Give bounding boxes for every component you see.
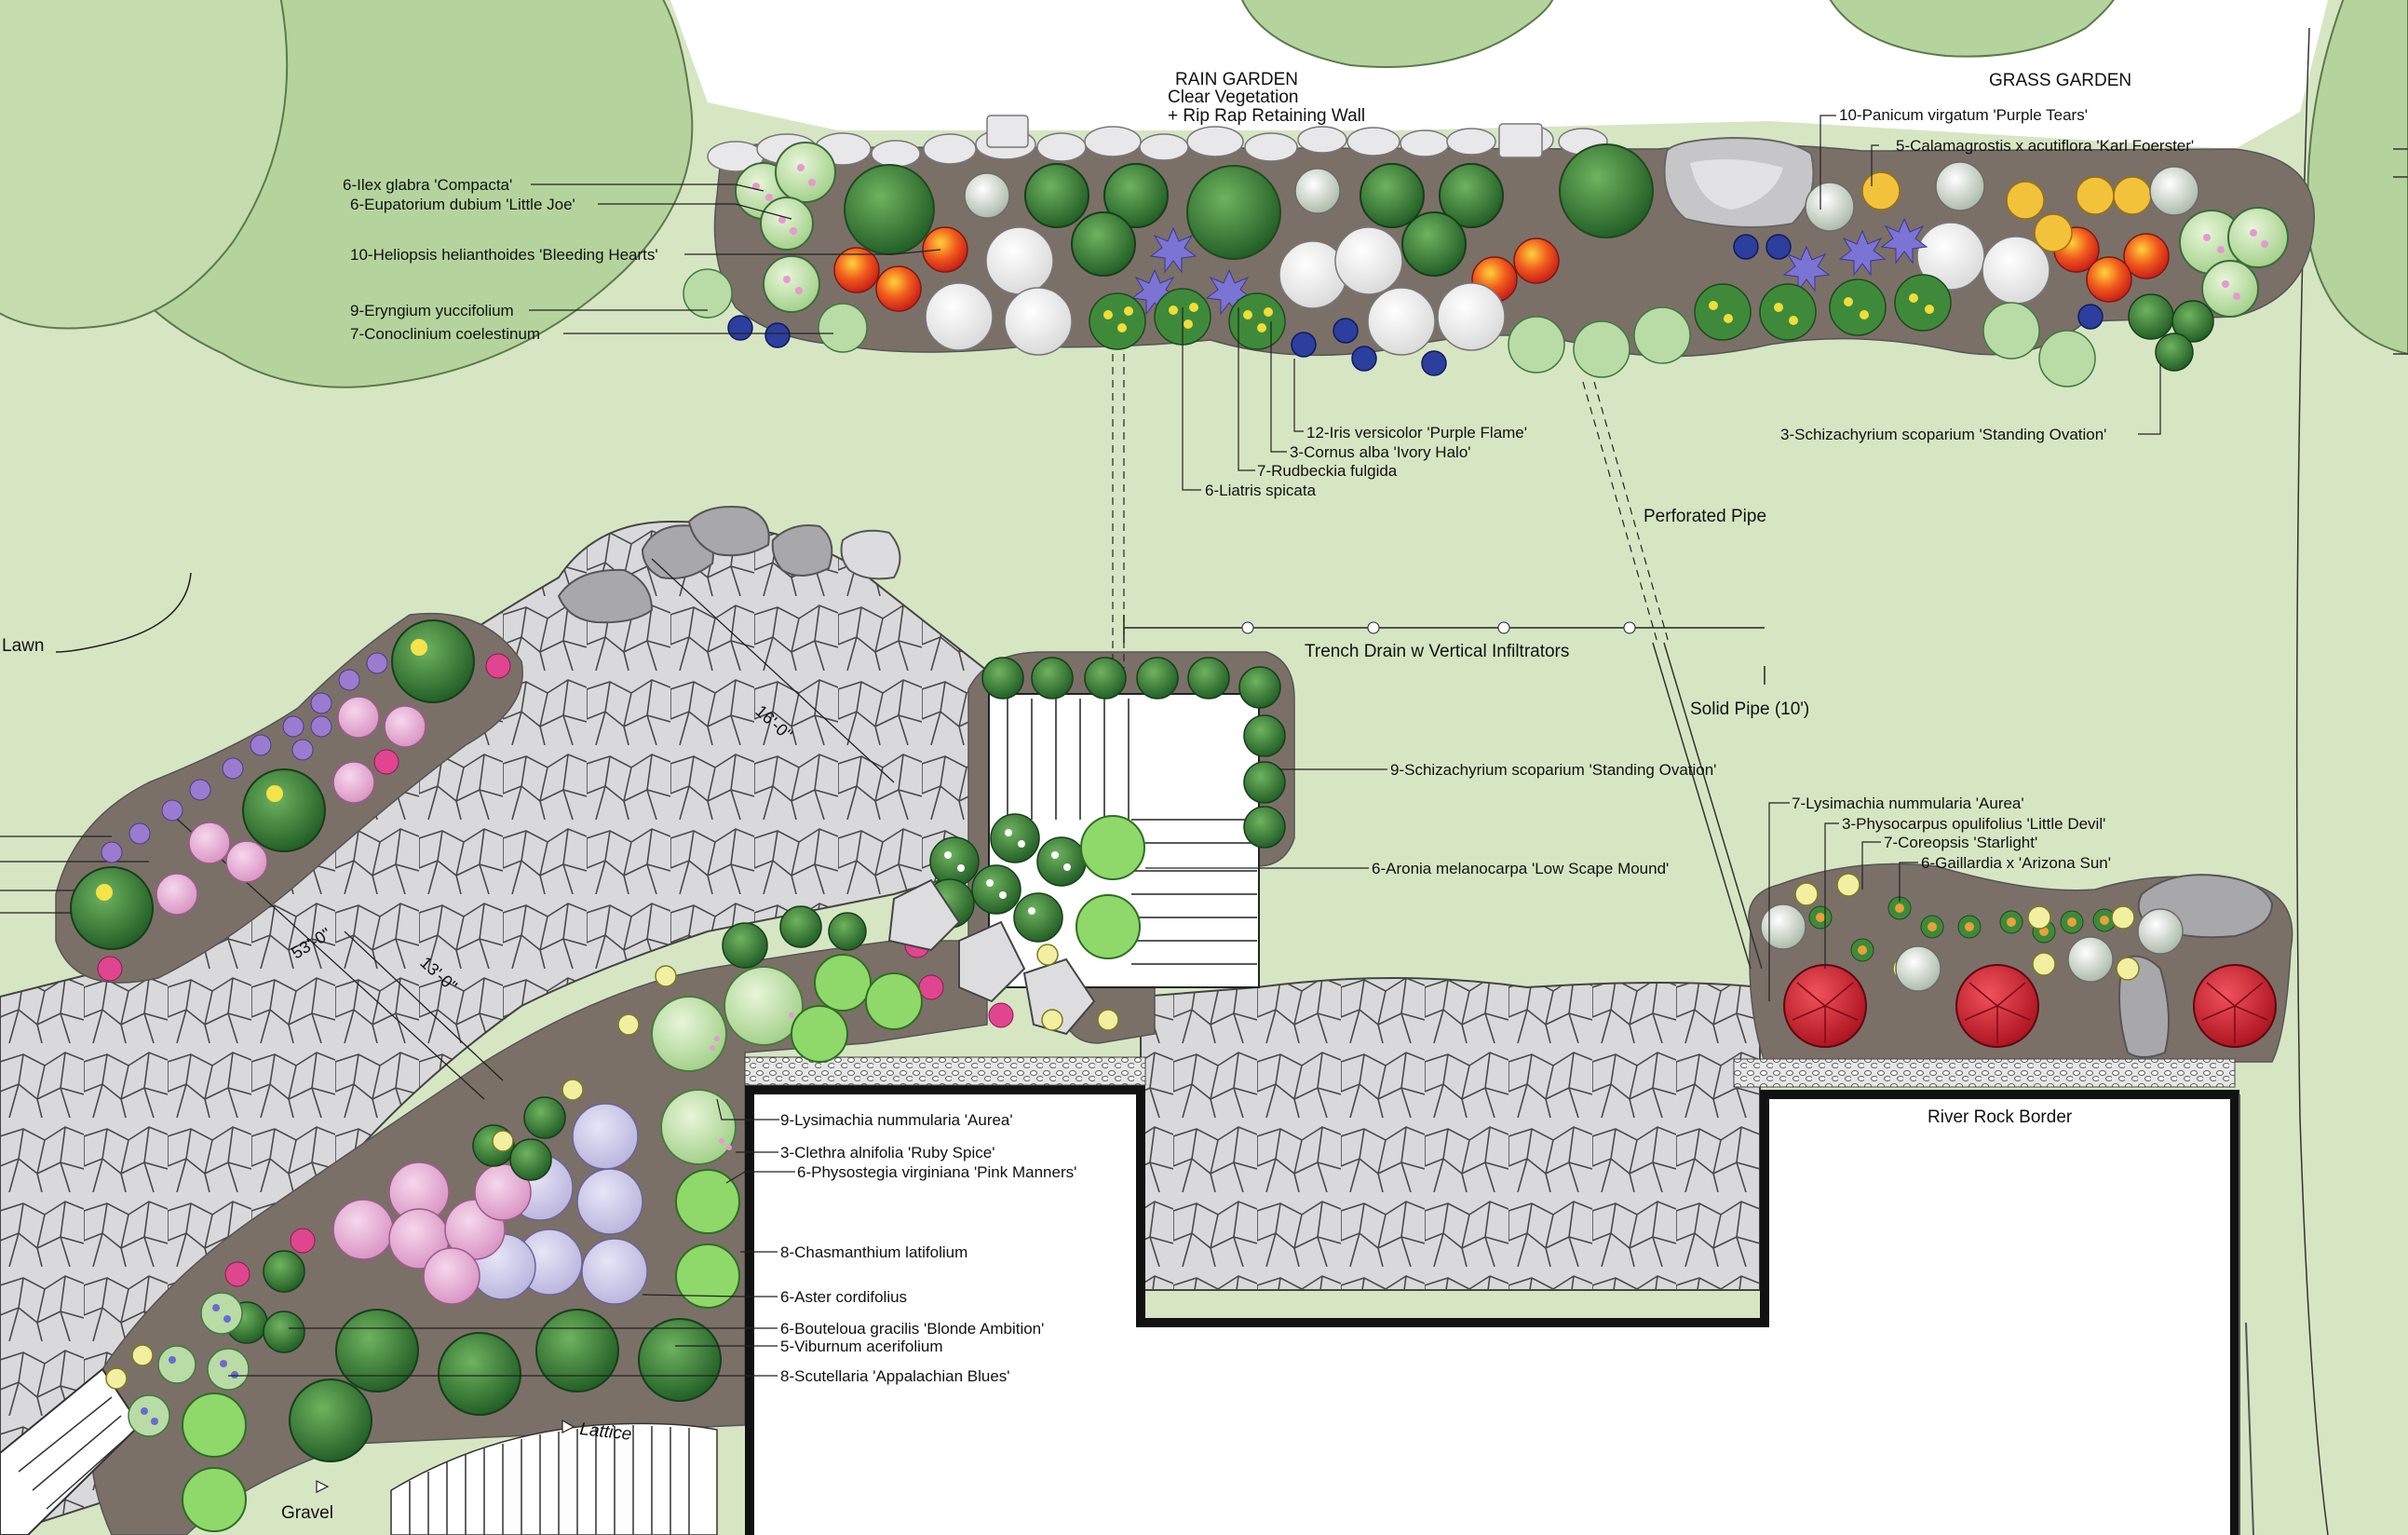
scutellaria-plants bbox=[128, 1292, 250, 1437]
tree-canopy-4 bbox=[1829, 0, 2115, 58]
label-schizachyrium-top: 3-Schizachyrium scoparium 'Standing Ovat… bbox=[1780, 426, 2106, 443]
label-bouteloua: 6-Bouteloua gracilis 'Blonde Ambition' bbox=[780, 1320, 1044, 1338]
label-scutellaria: 8-Scutellaria 'Appalachian Blues' bbox=[780, 1367, 1010, 1385]
lattice-arrow-icon bbox=[561, 1419, 575, 1433]
viburnum-shrubs bbox=[289, 1309, 722, 1462]
river-rock-border-left bbox=[744, 1056, 1146, 1086]
label-aronia: 6-Aronia melanocarpa 'Low Scape Mound' bbox=[1372, 860, 1669, 877]
gravel-label: Gravel bbox=[281, 1503, 333, 1523]
label-schizachyrium-mid: 9-Schizachyrium scoparium 'Standing Ovat… bbox=[1390, 761, 1716, 779]
flagstone-patio-center bbox=[1140, 977, 1761, 1291]
label-gaillardia: 6-Gaillardia x 'Arizona Sun' bbox=[1921, 854, 2111, 872]
label-aster: 6-Aster cordifolius bbox=[780, 1288, 907, 1306]
liatris-stars bbox=[1130, 217, 1928, 316]
rain-garden-subheading-1: Clear Vegetation bbox=[1168, 88, 1299, 107]
label-eupatorium: 6-Eupatorium dubium 'Little Joe' bbox=[350, 196, 575, 213]
ilex-shrubs bbox=[844, 143, 1654, 260]
label-eryngium: 9-Eryngium yuccifolium bbox=[350, 302, 514, 319]
lysimachia-right bbox=[1760, 903, 2184, 992]
cornus-shrubs bbox=[925, 222, 2050, 356]
panicum-plants bbox=[964, 161, 2199, 232]
schizachyrium-steps bbox=[981, 657, 1286, 849]
label-coreopsis: 7-Coreopsis 'Starlight' bbox=[1884, 834, 2037, 851]
lawn-boundary-line bbox=[2295, 27, 2329, 1535]
tree-canopy-3 bbox=[1240, 0, 1554, 68]
label-lysimachia-right: 7-Lysimachia nummularia 'Aurea' bbox=[1792, 795, 2024, 812]
eupatorium-flowers bbox=[752, 164, 2268, 300]
rain-garden-subheading-2: + Rip Rap Retaining Wall bbox=[1168, 106, 1365, 126]
house-wall-right bbox=[2239, 1094, 2254, 1535]
calamagrostis-plants bbox=[1861, 171, 2152, 252]
label-physocarpus: 3-Physocarpus opulifolius 'Little Devil' bbox=[1842, 815, 2105, 833]
label-clethra: 3-Clethra alnifolia 'Ruby Spice' bbox=[780, 1144, 994, 1161]
bouteloua-plants bbox=[225, 905, 867, 1353]
label-panicum: 10-Panicum virgatum 'Purple Tears' bbox=[1839, 106, 2088, 124]
stepping-stones bbox=[887, 878, 1096, 1036]
heliopsis-plants bbox=[833, 226, 2170, 312]
boulder-right-2 bbox=[2118, 955, 2170, 1058]
physostegia-plants bbox=[332, 1161, 532, 1305]
trench-drain bbox=[1123, 615, 1765, 643]
label-liatris: 6-Liatris spicata bbox=[1205, 482, 1317, 499]
label-conoclinium: 7-Conoclinium coelestinum bbox=[350, 325, 540, 343]
label-iris: 12-Iris versicolor 'Purple Flame' bbox=[1306, 424, 1527, 441]
label-calamagrostis: 5-Calamagrostis x acutiflora 'Karl Foers… bbox=[1896, 137, 2194, 155]
label-chasmanthium: 8-Chasmanthium latifolium bbox=[780, 1243, 967, 1261]
lattice bbox=[390, 1422, 718, 1535]
label-heliopsis: 10-Heliopsis helianthoides 'Bleeding Hea… bbox=[350, 246, 658, 264]
grass-garden-heading: GRASS GARDEN bbox=[1989, 71, 2131, 90]
label-cornus: 3-Cornus alba 'Ivory Halo' bbox=[1290, 443, 1471, 461]
rip-rap-wall bbox=[707, 115, 1608, 172]
scutellaria-flowers bbox=[141, 1304, 238, 1425]
physocarpus-veins bbox=[1792, 982, 2268, 1043]
eupatorium-clusters bbox=[735, 142, 2289, 318]
solid-pipe-label: Solid Pipe (10') bbox=[1690, 700, 1809, 719]
steps bbox=[1007, 699, 1257, 965]
aronia-flowers bbox=[944, 829, 1071, 915]
house-footprint bbox=[750, 1090, 2235, 1535]
leader-lines bbox=[228, 115, 2161, 1377]
schizachyrium-top bbox=[2128, 293, 2214, 372]
clethra-shrubs bbox=[651, 966, 804, 1165]
upper-left-pink-plants bbox=[156, 696, 426, 916]
gaillardia-flowers bbox=[1816, 903, 2109, 955]
rain-garden-heading: RAIN GARDEN bbox=[1175, 70, 1298, 89]
upper-left-purple-dots bbox=[101, 652, 388, 863]
house-wall bbox=[745, 1085, 2239, 1535]
lawn-label: Lawn bbox=[2, 636, 44, 656]
trench-drain-label: Trench Drain w Vertical Infiltrators bbox=[1305, 642, 1569, 661]
dark-grass-clumps bbox=[1024, 163, 1504, 277]
property-line bbox=[2393, 148, 2408, 355]
river-rock-border-right bbox=[1733, 1058, 2236, 1088]
patio-boulders bbox=[557, 506, 901, 624]
gravel-walk bbox=[0, 1367, 142, 1535]
label-lysimachia-left: 9-Lysimachia nummularia 'Aurea' bbox=[780, 1111, 1013, 1129]
label-rudbeckia: 7-Rudbeckia fulgida bbox=[1257, 462, 1398, 480]
rudbeckia-flowers bbox=[1103, 293, 1934, 333]
perforated-pipe-label: Perforated Pipe bbox=[1644, 507, 1766, 526]
upper-left-shrubs bbox=[70, 619, 475, 950]
lysimachia-left bbox=[105, 944, 1119, 1390]
gravel-arrow-icon bbox=[316, 1480, 330, 1493]
solid-pipe bbox=[1652, 642, 1763, 970]
chasmanthium-plants bbox=[182, 954, 923, 1532]
label-viburnum: 5-Viburnum acerifolium bbox=[780, 1338, 942, 1355]
chasmanthium-steps bbox=[1075, 815, 1145, 959]
lawn-edge-arc bbox=[55, 572, 192, 653]
label-physostegia: 6-Physostegia virginiana 'Pink Manners' bbox=[797, 1163, 1076, 1181]
eryngium-plants bbox=[683, 268, 2096, 387]
tree-canopy-2 bbox=[0, 0, 289, 330]
label-ilex: 6-Ilex glabra 'Compacta' bbox=[343, 176, 512, 194]
rudbeckia-plants bbox=[1089, 274, 1952, 350]
upper-left-yellow-stars bbox=[96, 639, 427, 901]
river-rock-border-label: River Rock Border bbox=[1928, 1107, 2073, 1127]
